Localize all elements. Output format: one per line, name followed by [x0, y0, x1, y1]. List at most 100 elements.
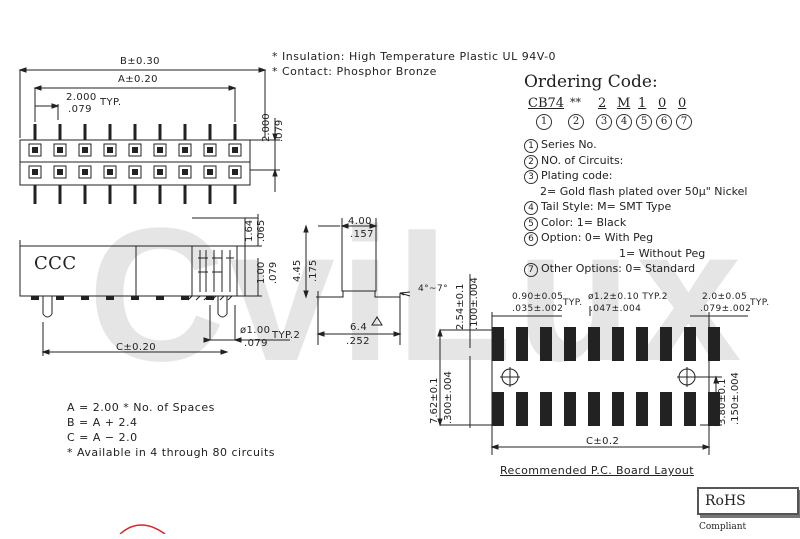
contact-cavity: [57, 147, 63, 153]
pcb-dim-hole-in: .047±.004: [590, 304, 642, 314]
rohs-badge: RoHS Compliant: [697, 487, 799, 532]
contact-cavity: [32, 147, 38, 153]
formula-a: A = 2.00 * No. of Spaces: [67, 401, 215, 414]
side-pin-foot: [156, 296, 164, 300]
marker-2: 2: [568, 114, 584, 130]
pcb-pad-lower: [588, 392, 600, 426]
dim-peg-typ: TYP.2: [272, 330, 301, 341]
dim-pcb-762: 7.62±0.1: [429, 377, 440, 424]
contact-cavity: [53, 143, 67, 157]
marker-4: 4: [616, 114, 632, 130]
formula-b: B = A + 2.4: [67, 416, 138, 429]
side-view-pins: [31, 296, 214, 300]
contact-cavity: [157, 169, 163, 175]
contact-cavity: [203, 143, 217, 157]
formula-note: * Available in 4 through 80 circuits: [67, 446, 276, 459]
watermark: CviLux: [88, 189, 745, 401]
marker-7: 7: [676, 114, 692, 130]
dim-pcb-300: .300±.004: [443, 371, 454, 424]
side-pin-foot: [56, 296, 64, 300]
dim-pitch: 2.000: [66, 92, 97, 103]
pcb-caption: Recommended P.C. Board Layout: [500, 464, 695, 477]
side-pin-foot: [206, 296, 214, 300]
ccc-label: CCC: [34, 253, 77, 274]
code-option: 0: [658, 96, 667, 111]
pcb-pad-upper: [636, 327, 648, 361]
contact-cavity: [107, 147, 113, 153]
dim-pcb-100: .100±.004: [469, 277, 480, 330]
pcb-pad-upper: [516, 327, 528, 361]
formulas: A = 2.00 * No. of Spaces B = A + 2.4 C =…: [67, 401, 275, 461]
contact-cavity: [28, 143, 42, 157]
pcb-pad-upper: [708, 327, 720, 361]
pcb-pad-upper: [492, 327, 504, 361]
side-pin-foot: [181, 296, 189, 300]
pcb-pad-lower: [660, 392, 672, 426]
dim-b: B±0.30: [120, 56, 160, 67]
dim-typ: TYP.: [100, 97, 122, 108]
contact-cavity: [153, 143, 167, 157]
rohs-main: RoHS: [705, 493, 746, 509]
code-other: 0: [678, 96, 687, 111]
pcb-pad-lower: [564, 392, 576, 426]
rohs-sub: Compliant: [699, 522, 747, 532]
code-series: CB74: [528, 96, 565, 111]
contact-cavity: [157, 147, 163, 153]
code-tail: M: [617, 96, 631, 111]
contact-cavity: [132, 147, 138, 153]
contact-cavity: [82, 147, 88, 153]
pcb-dim-c: C±0.2: [586, 436, 620, 447]
dim-065: .065: [256, 220, 267, 242]
pcb-pad-upper: [612, 327, 624, 361]
dim-pcb-254: 2.54±0.1: [455, 283, 466, 330]
pcb-pad-upper: [540, 327, 552, 361]
dim-pcb-150: .150±.004: [730, 372, 741, 425]
contact-cavity: [128, 165, 142, 179]
dim-row-pitch: 2.000: [261, 113, 272, 142]
contact-cavity: [178, 143, 192, 157]
pcb-pad-lower: [708, 392, 720, 426]
code-circuits: **: [570, 96, 581, 109]
dim-445: 4.45: [292, 260, 303, 282]
pcb-pad-lower: [516, 392, 528, 426]
pcb-pad-upper: [660, 327, 672, 361]
side-pin-foot: [31, 296, 39, 300]
contact-cavity: [232, 147, 238, 153]
contact-cavity: [228, 165, 242, 179]
contact-cavity: [32, 169, 38, 175]
marker-1: 1: [536, 114, 552, 130]
top-view-pins: [28, 124, 242, 204]
dim-175: .175: [308, 260, 319, 282]
pcb-pad-lower: [540, 392, 552, 426]
dim-a: A±0.20: [118, 74, 158, 85]
dim-157: .157: [350, 229, 374, 240]
pcb-dim-hole: ø1.2±0.10 TYP.2: [588, 292, 668, 302]
pcb-dim-035: .035±.002: [512, 304, 564, 314]
note-insulation: * Insulation: High Temperature Plastic U…: [272, 50, 557, 63]
pcb-pad-lower: [612, 392, 624, 426]
ordering-item: 2= Gold flash plated over 50µ" Nickel: [540, 184, 748, 198]
side-pin-foot: [81, 296, 89, 300]
contact-cavity: [182, 147, 188, 153]
dim-64: 6.4: [350, 322, 368, 333]
notes-top: * Insulation: High Temperature Plastic U…: [272, 50, 556, 80]
pcb-pad-upper: [588, 327, 600, 361]
contact-cavity: [28, 165, 42, 179]
pcb-dim-090: 0.90±0.05: [512, 292, 564, 302]
dim-row-pitch-in: .079: [274, 120, 285, 142]
side-pin-foot: [106, 296, 114, 300]
contact-cavity: [178, 165, 192, 179]
dim-252: .252: [346, 336, 370, 347]
contact-cavity: [207, 147, 213, 153]
pcb-pad-upper: [564, 327, 576, 361]
code-color: 1: [638, 96, 647, 111]
